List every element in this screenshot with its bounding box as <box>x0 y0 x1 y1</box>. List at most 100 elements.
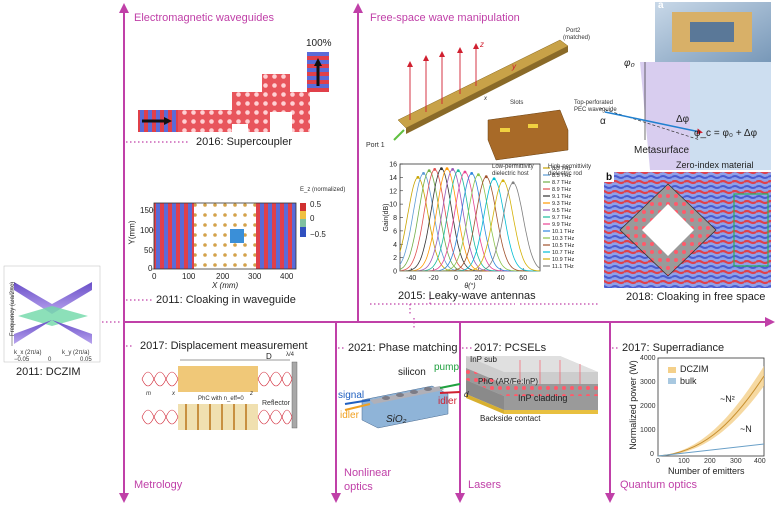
antenna-waveguide-1: Top-perforated <box>574 100 614 106</box>
gain-legend-label-0: 8.3 THz <box>552 166 571 172</box>
category-quantum: Quantum optics <box>620 479 698 491</box>
gain-legend-label-1: 8.5 THz <box>552 173 571 179</box>
category-lasers: Lasers <box>468 479 502 491</box>
dczim-tick-neg: −0.05 <box>14 357 30 363</box>
cloaked-void <box>642 204 694 256</box>
super-xtick-200: 200 <box>704 458 716 465</box>
gain-legend-label-13: 10.9 THz <box>552 257 574 263</box>
gain-legend-label-9: 10.1 THz <box>552 229 574 235</box>
antenna-waveguide-2: PEC waveguide <box>574 107 617 113</box>
pcsel-panel <box>466 356 598 414</box>
gain-legend-label-8: 9.9 THz <box>552 222 571 228</box>
colorbar-tick-top: 0.5 <box>310 200 322 209</box>
phc-top <box>178 366 258 392</box>
gain-ytick-label: 8 <box>393 215 397 222</box>
gain-peak-point-5 <box>445 167 449 171</box>
gain-ytick-label: 16 <box>389 162 397 169</box>
super-xtick-100: 100 <box>678 458 690 465</box>
sio2-label: SiO₂ <box>386 414 407 425</box>
phc-layer <box>504 384 598 396</box>
caption-supercoupler: 2016: Supercoupler <box>196 136 293 148</box>
gain-ytick-label: 6 <box>393 228 397 235</box>
cloak-zim-region <box>194 203 256 269</box>
cloak-ytick-100: 100 <box>140 226 154 235</box>
cloak-waveguide-panel <box>152 202 306 270</box>
flat-band <box>18 306 88 326</box>
cloak-field-right <box>256 203 296 269</box>
phc-bottom <box>178 404 258 430</box>
antenna-port2-matched: (matched) <box>563 35 591 41</box>
cloak-xlabel: X (mm) <box>212 281 239 290</box>
transmission-label: 100% <box>306 38 332 49</box>
idler-right-label: idler <box>438 396 457 407</box>
gain-ylabel: Gain(dB) <box>383 203 390 231</box>
cloak-xtick-300: 300 <box>248 272 262 281</box>
thickness-d: d <box>464 390 469 399</box>
gain-legend-label-4: 9.1 THz <box>552 194 571 200</box>
unit-cell-inset <box>487 109 569 161</box>
caption-pcsels: 2017: PCSELs <box>474 342 547 354</box>
colorbar-tick-bot: −0.5 <box>310 230 326 239</box>
antenna-slots: Slots <box>510 100 524 106</box>
super-xtick-300: 300 <box>730 458 742 465</box>
gain-peak-point-1 <box>422 171 425 175</box>
colorbar-title: E_z (normalized) <box>300 187 346 193</box>
antenna-port2: Port2 <box>566 28 581 34</box>
bulk-curve <box>657 443 765 457</box>
gain-legend-label-2: 8.7 THz <box>552 180 571 186</box>
phi0-label: φ₀ <box>624 58 635 69</box>
gain-peak-point-2 <box>427 169 431 173</box>
gain-xtick-label: 20 <box>475 275 483 282</box>
dczim-xlabel: k_x (2π/a) <box>14 350 42 356</box>
super-ylabel: Normalized power (W) <box>627 360 638 450</box>
antenna-z: z <box>480 40 484 49</box>
reflector-label: Reflector <box>262 400 291 407</box>
gain-peak-point-0 <box>416 175 420 179</box>
gain-ytick-label: 10 <box>389 202 397 209</box>
displacement-panel <box>141 359 298 430</box>
antenna-highperm-2: dielectric rod <box>548 171 583 177</box>
beat-patterns <box>141 371 293 425</box>
cladding-layer <box>504 396 598 410</box>
phc-neff: PhC with n_eff=0 <box>198 396 244 402</box>
lambda-quarter: λ/4 <box>286 352 295 358</box>
anno-n2: ~N² <box>720 394 735 404</box>
category-free-space: Free-space wave manipulation <box>370 12 520 24</box>
gain-peak-point-8 <box>463 170 467 174</box>
dotted-connectors <box>78 141 620 349</box>
gain-plot-frame <box>399 163 541 272</box>
contact-layer <box>504 410 598 414</box>
superradiance-chart <box>657 357 765 457</box>
gain-xtick-label: 40 <box>497 275 505 282</box>
gain-ytick-label: 0 <box>393 269 397 276</box>
disp-m: m <box>146 391 151 397</box>
idler-left-label: idler <box>340 410 359 421</box>
legend-dczim: DCZIM <box>680 364 709 374</box>
legend-bulk: bulk <box>680 376 697 386</box>
panel-a-label: a <box>658 0 664 11</box>
gain-xtick-label: -40 <box>406 275 416 282</box>
cloak-xtick-0: 0 <box>152 272 157 281</box>
gain-xtick-label: 0 <box>454 275 458 282</box>
metasurface-label: Metasurface <box>634 145 690 156</box>
super-ytick-2000: 2000 <box>640 403 656 410</box>
alpha-label: α <box>600 116 606 127</box>
cladding-label: InP cladding <box>518 393 568 403</box>
caption-superradiance: 2017: Superradiance <box>622 342 725 354</box>
cloak-ylabel: Y(mm) <box>127 220 137 245</box>
caption-dczim: 2011: DCZIM <box>16 366 81 378</box>
dczim-band <box>658 366 764 456</box>
category-em-waveguides: Electromagnetic waveguides <box>134 12 275 24</box>
cloak-object <box>230 229 244 243</box>
gain-peak-point-11 <box>484 175 488 179</box>
contact-label: Backside contact <box>480 414 541 423</box>
antenna-lowperm-1: Low-permittivity <box>492 164 534 170</box>
category-nonlinear-line2: optics <box>344 481 373 493</box>
category-nonlinear-line1: Nonlinear <box>344 467 392 479</box>
panel-b-label: b <box>606 172 613 183</box>
gain-peak-point-3 <box>433 167 437 171</box>
zim-region-diagram <box>690 62 771 170</box>
cloak-field-left <box>154 203 194 269</box>
